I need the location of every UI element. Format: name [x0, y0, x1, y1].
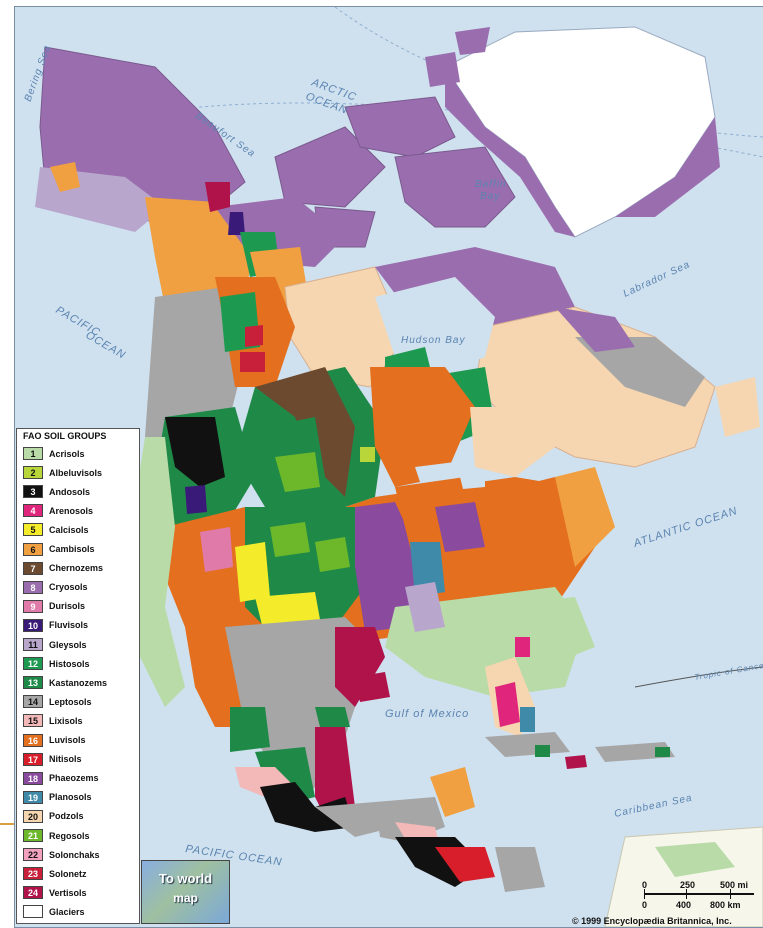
legend-swatch: 6	[23, 542, 43, 556]
legend-swatch: 2	[23, 466, 43, 480]
legend-swatch: 10	[23, 618, 43, 632]
legend-label: Solonetz	[49, 868, 87, 879]
legend-item-arenosols: 4 Arenosols	[23, 502, 137, 519]
scale-km-0: 0	[642, 900, 648, 910]
legend-swatch: 15	[23, 714, 43, 728]
legend-item-regosols: 21 Regosols	[23, 827, 137, 844]
legend-swatch: 22	[23, 848, 43, 862]
legend-item-phaeozems: 18 Phaeozems	[23, 770, 137, 787]
legend-swatch: 3	[23, 485, 43, 499]
legend-swatch: 8	[23, 580, 43, 594]
legend-swatch: 16	[23, 733, 43, 747]
legend-title: FAO SOIL GROUPS	[23, 431, 107, 441]
legend-item-fluvisols: 10 Fluvisols	[23, 617, 137, 634]
legend-label: Calcisols	[49, 524, 89, 535]
legend-item-nitisols: 17 Nitisols	[23, 751, 137, 768]
legend-swatch: 14	[23, 695, 43, 709]
legend-item-calcisols: 5 Calcisols	[23, 521, 137, 538]
legend-swatch: 4	[23, 504, 43, 518]
legend-swatch: 18	[23, 771, 43, 785]
scale-mi-0: 0	[642, 880, 648, 890]
world-map-link-label: To world	[158, 871, 213, 886]
legend-swatch	[23, 905, 43, 919]
legend-swatch: 24	[23, 886, 43, 900]
legend-item-solonchaks: 22 Solonchaks	[23, 846, 137, 863]
legend-swatch: 19	[23, 790, 43, 804]
legend-label: Arenosols	[49, 505, 94, 516]
world-map-link[interactable]: To world map	[141, 860, 230, 924]
legend-item-gleysols: 11 Gleysols	[23, 636, 137, 653]
legend-label: Albeluvisols	[49, 467, 103, 478]
legend-label: Glaciers	[49, 906, 85, 917]
legend-label: Kastanozems	[49, 677, 108, 688]
scale-km-400: 400	[676, 900, 692, 910]
legend-item-acrisols: 1 Acrisols	[23, 445, 137, 462]
legend-item-histosols: 12 Histosols	[23, 655, 137, 672]
legend-item-planosols: 19 Planosols	[23, 789, 137, 806]
legend-label: Nitisols	[49, 754, 82, 765]
legend-swatch: 11	[23, 638, 43, 651]
legend-label: Andosols	[49, 486, 91, 497]
legend-label: Regosols	[49, 830, 90, 841]
legend-item-podzols: 20 Podzols	[23, 808, 137, 825]
legend-label: Histosols	[49, 658, 90, 669]
legend-item-lixisols: 15 Lixisols	[23, 712, 137, 729]
legend-swatch: 23	[23, 867, 43, 881]
legend-label: Chernozems	[49, 563, 104, 574]
legend-swatch: 5	[23, 523, 43, 537]
legend-item-andosols: 3 Andosols	[23, 483, 137, 500]
legend-item-durisols: 9 Durisols	[23, 598, 137, 615]
legend-label: Solonchaks	[49, 849, 100, 860]
legend-swatch: 7	[23, 561, 43, 575]
legend-item-chernozems: 7 Chernozems	[23, 560, 137, 577]
legend-label: Vertisols	[49, 887, 87, 898]
scale-mi-250: 250	[680, 880, 696, 890]
legend-item-glaciers: Glaciers	[23, 903, 137, 920]
legend-swatch: 20	[23, 809, 43, 823]
legend-swatch: 12	[23, 657, 43, 671]
legend-swatch: 1	[23, 447, 43, 460]
legend-label: Leptosols	[49, 696, 92, 707]
baffin-bay-label-2: Bay	[480, 191, 500, 202]
legend-item-leptosols: 14 Leptosols	[23, 693, 137, 710]
legend-swatch: 17	[23, 752, 43, 766]
hudson-bay-label: Hudson Bay	[401, 335, 465, 346]
legend-item-cryosols: 8 Cryosols	[23, 579, 137, 596]
legend-label: Lixisols	[49, 715, 83, 726]
legend-label: Planosols	[49, 792, 92, 803]
legend-swatch: 13	[23, 676, 43, 690]
world-map-link-label-2: map	[173, 891, 198, 905]
legend-label: Gleysols	[49, 639, 87, 650]
legend-item-solonetz: 23 Solonetz	[23, 865, 137, 882]
legend-item-kastanozems: 13 Kastanozems	[23, 674, 137, 691]
legend-label: Cambisols	[49, 544, 95, 554]
copyright-notice: © 1999 Encyclopædia Britannica, Inc.	[572, 916, 732, 926]
legend-label: Phaeozems	[49, 773, 99, 784]
legend-label: Podzols	[49, 811, 84, 822]
legend-label: Cryosols	[49, 582, 88, 593]
legend-label: Luvisols	[49, 735, 86, 745]
scale-mi-500: 500 mi	[720, 880, 749, 890]
scale-km-800: 800 km	[710, 900, 741, 910]
legend-swatch: 9	[23, 599, 43, 613]
gulf-of-mexico-label: Gulf of Mexico	[385, 708, 469, 720]
legend-item-cambisols: 6 Cambisols	[23, 541, 137, 558]
legend-label: Fluvisols	[49, 620, 89, 631]
legend-item-luvisols: 16 Luvisols	[23, 732, 137, 749]
legend-item-albeluvisols: 2 Albeluvisols	[23, 464, 137, 481]
legend-label: Acrisols	[49, 448, 85, 459]
legend-label: Durisols	[49, 601, 86, 612]
legend-swatch: 21	[23, 829, 43, 842]
legend-item-vertisols: 24 Vertisols	[23, 884, 137, 901]
scale-bar: 0 250 500 mi 0 400 800 km	[640, 880, 760, 920]
baffin-bay-label: Baffin	[475, 179, 507, 190]
